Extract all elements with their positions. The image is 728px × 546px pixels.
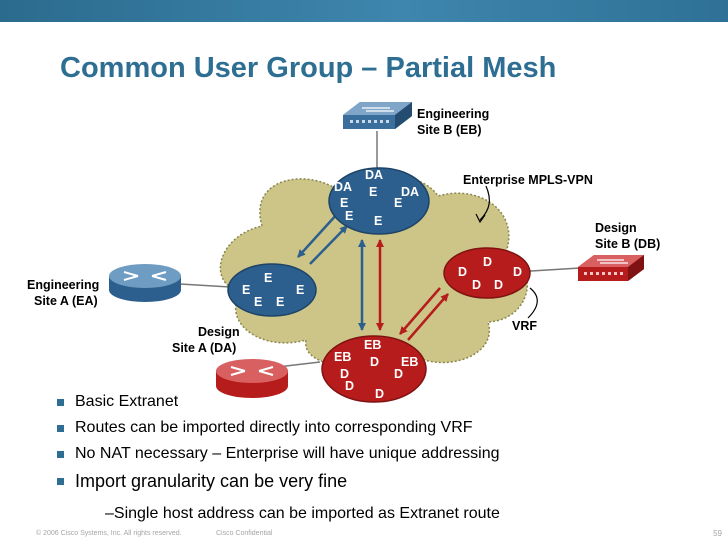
switch-eng-b-icon [343,102,412,129]
vrf-bottom-label: D [345,379,354,393]
vrf-ellipse-right [443,247,531,299]
label-design-site-a: Design Site A (DA) [172,325,240,355]
vrf-bottom-label: D [375,387,384,401]
vrf-left-labels: E E E E E [242,271,304,309]
vrf-right-label: D [458,265,467,279]
vrf-top-label: E [369,185,377,199]
vrf-top-labels: DA DA DA E E E E E [334,168,419,228]
label-design-site-b-line2: Site B (DB) [595,237,660,251]
vrf-bottom-label: D [340,367,349,381]
vrf-bottom-label: EB [364,338,381,352]
router-design-a-icon [216,359,288,398]
vrf-top-label: E [340,196,348,210]
bullet-item: Import granularity can be very fine [55,470,500,496]
vrf-left-label: E [296,283,304,297]
vrf-left-label: E [264,271,272,285]
label-eng-site-b-line2: Site B (EB) [417,123,482,137]
vrf-ellipse-top [328,167,430,235]
vrf-top-label: DA [365,168,383,182]
label-enterprise-mpls: Enterprise MPLS-VPN [463,173,593,187]
label-design-site-b-line1: Design [595,221,637,235]
vrf-right-label: D [472,278,481,292]
bullet-item: Routes can be imported directly into cor… [55,418,500,444]
blue-import-arrows [297,212,366,331]
link-eng-a [179,283,231,288]
sub-bullet: –Single host address can be imported as … [105,505,500,522]
label-eng-site-a-line1: Engineering [27,278,99,292]
vrf-right-label: D [483,255,492,269]
red-import-arrows [376,239,449,341]
bullet-list: Basic Extranet Routes can be imported di… [55,392,500,496]
label-eng-site-a: Engineering Site A (EA) [27,278,99,308]
vrf-top-label: DA [334,180,352,194]
router-eng-a-icon [109,264,181,302]
label-eng-site-b-line1: Engineering [417,107,489,121]
bullet-item: No NAT necessary – Enterprise will have … [55,444,500,470]
vrf-left-label: E [276,295,284,309]
label-eng-site-a-line2: Site A (EA) [34,294,98,308]
vrf-pointer [527,287,538,319]
page-number: 59 [713,529,722,538]
vrf-bottom-label: D [370,355,379,369]
label-design-site-b: Design Site B (DB) [595,221,660,251]
vrf-right-labels: D D D D D [458,255,522,292]
vrf-top-label: E [394,196,402,210]
vrf-top-label: DA [401,185,419,199]
vrf-ellipse-left [227,263,317,317]
vrf-left-label: E [242,283,250,297]
vrf-right-label: D [494,278,503,292]
mpls-pointer-arrowhead [475,213,486,224]
footer-copyright: © 2006 Cisco Systems, Inc. All rights re… [36,530,182,537]
vrf-left-label: E [254,295,262,309]
vrf-top-label: E [345,209,353,223]
vrf-bottom-labels: EB EB EB D D D D D [334,338,418,401]
label-vrf: VRF [512,319,537,333]
footer-confidential: Cisco Confidential [216,530,273,537]
vrf-top-label: E [374,214,382,228]
label-design-site-a-line1: Design [198,325,240,339]
vrf-ellipse-bottom [321,335,427,403]
vrf-right-label: D [513,265,522,279]
vrf-bottom-label: EB [401,355,418,369]
slide-title: Common User Group – Partial Mesh [60,52,557,84]
label-design-site-a-line2: Site A (DA) [172,341,236,355]
mpls-pointer [479,185,490,221]
vrf-bottom-label: EB [334,350,351,364]
switch-design-b-icon [578,255,644,281]
bullet-item: Basic Extranet [55,392,500,418]
top-banner [0,0,728,22]
label-eng-site-b: Engineering Site B (EB) [417,107,489,137]
vrf-bottom-label: D [394,367,403,381]
